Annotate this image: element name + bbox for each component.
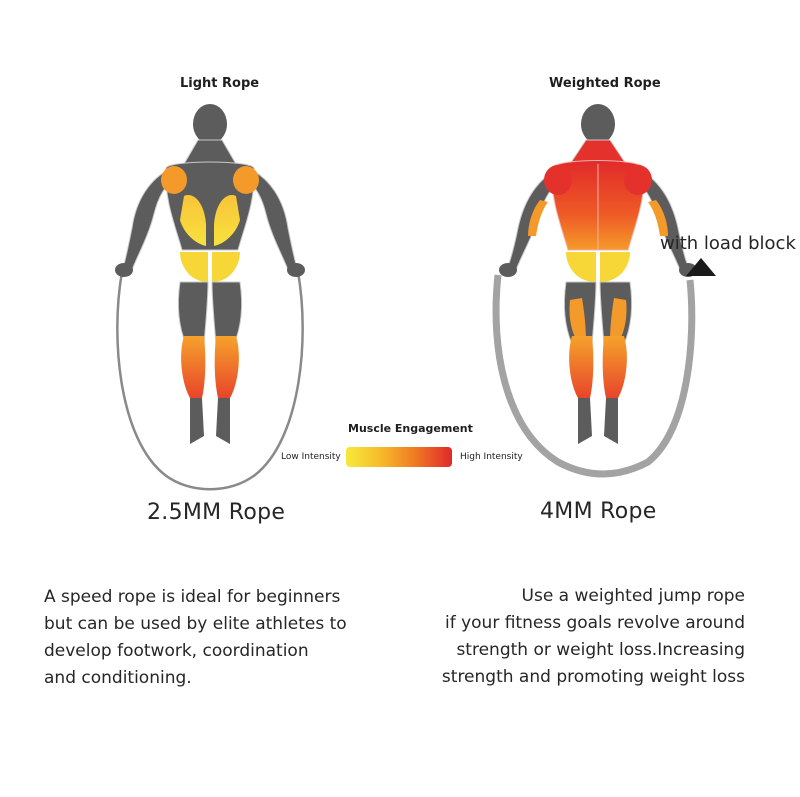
light-rope (116, 271, 304, 491)
weighted-rope-title: Weighted Rope (549, 76, 661, 91)
load-block-icon (686, 258, 716, 276)
description-line: and conditioning. (44, 668, 192, 688)
weighted-rope (492, 274, 696, 478)
figures-illustration (115, 104, 716, 491)
description-line: A speed rope is ideal for beginners (44, 587, 341, 607)
description-line: strength and promoting weight loss (441, 667, 745, 687)
intensity-gradient-bar (346, 447, 452, 467)
load-block-callout: with load block (660, 233, 796, 254)
weighted-rope-label: 4MM Rope (540, 499, 657, 524)
right-figure (492, 104, 697, 478)
light-rope-description: A speed rope is ideal for beginners but … (44, 584, 384, 692)
description-line: if your fitness goals revolve around (444, 613, 745, 633)
legend-high-label: High Intensity (460, 452, 523, 462)
left-figure (115, 104, 305, 491)
legend-low-label: Low Intensity (281, 452, 341, 462)
weighted-rope-description: Use a weighted jump rope if your fitness… (400, 583, 745, 691)
description-line: but can be used by elite athletes to (44, 614, 347, 634)
description-line: Use a weighted jump rope (521, 586, 745, 606)
light-rope-label: 2.5MM Rope (147, 500, 286, 525)
description-line: develop footwork, coordination (44, 641, 309, 661)
legend-title: Muscle Engagement (348, 422, 473, 435)
description-line: strength or weight loss.Increasing (456, 640, 745, 660)
light-rope-title: Light Rope (180, 76, 260, 91)
